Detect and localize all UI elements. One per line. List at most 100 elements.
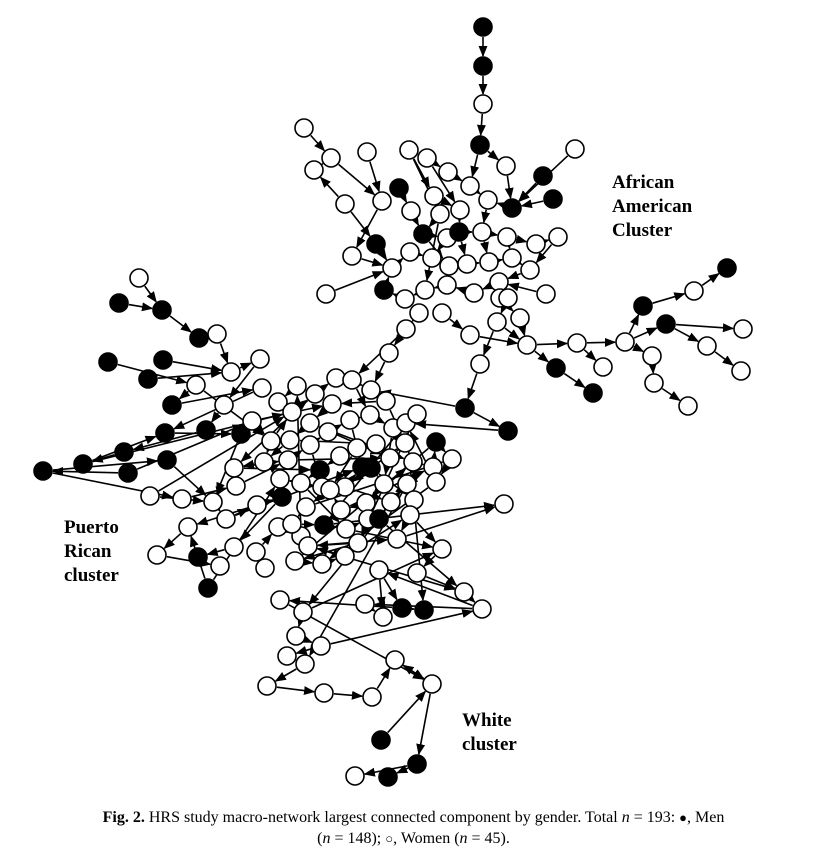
woman-node [172,489,192,509]
woman-node [432,539,452,559]
woman-node [422,248,442,268]
woman-node [374,474,394,494]
woman-node [442,449,462,469]
network-edge [373,414,386,424]
woman-node [287,376,307,396]
figure-caption: Fig. 2. HRS study macro-network largest … [30,807,797,849]
network-edge [210,500,221,513]
man-node [369,509,389,529]
woman-node [536,284,556,304]
woman-node [300,435,320,455]
woman-node [210,556,230,576]
network-edge [297,615,306,628]
woman-node [186,375,206,395]
network-edge [429,450,439,463]
network-edge [313,491,326,502]
man-node [198,578,218,598]
woman-node [642,346,662,366]
network-edge [482,280,495,290]
woman-node [520,260,540,280]
network-edge [270,445,283,457]
man-node [546,358,566,378]
man-node [533,166,553,186]
network-edge [316,540,349,550]
woman-node [304,160,324,180]
network-edge [428,157,441,168]
network-edge [361,257,384,267]
network-edge [301,557,314,567]
network-edge [297,505,309,518]
network-edge [163,533,182,550]
woman-node [282,402,302,422]
woman-node [369,560,389,580]
woman-node [373,607,393,627]
network-edge [470,154,480,178]
woman-node [496,156,516,176]
network-edge [394,333,405,346]
network-edge [181,387,254,404]
woman-node [335,546,355,566]
network-edge [296,399,308,410]
network-edge [244,463,281,483]
woman-node [498,288,518,308]
network-edge [507,270,521,280]
network-edge [402,664,425,680]
woman-node [379,343,399,363]
network-edge [374,361,386,383]
woman-node [510,308,530,328]
network-edge [455,286,468,296]
woman-node [385,650,405,670]
man-node [33,461,53,481]
network-edge [219,343,229,364]
woman-node [360,405,380,425]
woman-node [362,687,382,707]
woman-node [403,452,423,472]
man-node [73,454,93,474]
woman-node [293,602,313,622]
woman-node [357,142,377,162]
network-edge [239,362,252,372]
woman-node [295,654,315,674]
man-node [392,598,412,618]
woman-node [331,500,351,520]
woman-node [361,380,381,400]
woman-node [336,519,356,539]
network-edge [295,646,312,655]
network-edge [401,519,411,532]
network-edge [491,257,504,266]
woman-node [395,433,415,453]
woman-node [261,431,281,451]
caption-n-men: n [322,830,331,847]
network-edge [480,241,489,254]
men-label: , Men [687,809,725,826]
woman-node [221,362,241,382]
woman-node [548,227,568,247]
man-node [414,600,434,620]
network-edge [534,350,550,363]
network-edge [586,337,617,347]
woman-node [460,176,480,196]
network-edge [457,241,467,256]
network-edge [274,668,297,682]
network-edge [379,389,456,407]
woman-node [326,368,346,388]
woman-node [316,284,336,304]
man-node [502,198,522,218]
network-edge [652,292,686,304]
woman-node [311,636,331,656]
woman-node [372,191,392,211]
woman-node [399,140,419,160]
network-edge [340,398,377,408]
network-edge [173,466,207,497]
network-edge [350,211,371,237]
network-edge [487,149,500,161]
woman-node [567,333,587,353]
woman-node [348,533,368,553]
woman-node [409,303,429,323]
network-edge [507,282,537,293]
man-node [361,458,381,478]
woman-node [226,476,246,496]
woman-node [291,473,311,493]
woman-node [376,391,396,411]
man-node [656,314,676,334]
